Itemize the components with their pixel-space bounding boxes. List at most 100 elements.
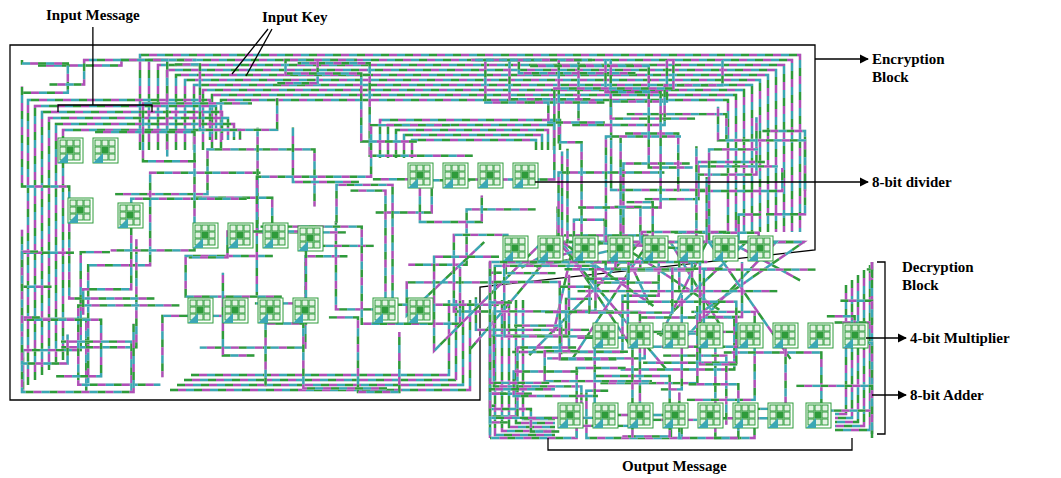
qca-wire	[329, 317, 399, 392]
qca-cell	[707, 332, 713, 338]
wire-base	[718, 107, 805, 214]
qca-cell	[630, 332, 636, 338]
qca-wire	[796, 386, 872, 438]
clock-marker	[118, 218, 128, 228]
qca-wire	[506, 262, 579, 273]
qca-wire	[49, 118, 228, 370]
qca-wire	[186, 256, 282, 297]
qca-wire	[577, 368, 626, 438]
qca-cell	[109, 140, 115, 146]
wire-base	[700, 262, 737, 364]
qca-cell	[519, 245, 525, 251]
qca-wire	[287, 74, 417, 142]
qca-cell	[515, 172, 521, 178]
gate-frame	[806, 403, 831, 428]
qca-cell	[560, 405, 566, 411]
majority-gate	[513, 163, 538, 188]
clock-marker	[193, 238, 203, 248]
qca-cell	[515, 165, 521, 171]
majority-gate	[193, 223, 218, 248]
wire-base	[287, 74, 417, 142]
qca-cell	[197, 307, 203, 313]
wire-base	[495, 266, 596, 324]
qca-cell	[575, 245, 581, 251]
wire-base	[490, 299, 506, 394]
wire-base	[22, 253, 74, 364]
qca-cell	[665, 325, 671, 331]
gate-frame	[263, 223, 288, 248]
majority-gate	[293, 298, 318, 323]
qca-cell	[742, 405, 748, 411]
qca-cell	[679, 339, 685, 345]
wire-base	[22, 60, 68, 93]
qca-wire	[95, 132, 194, 250]
qca-wire	[835, 262, 872, 323]
majority-gate	[258, 298, 283, 323]
qca-cell	[244, 232, 250, 238]
qca-wire	[545, 351, 652, 381]
qca-wire	[718, 107, 805, 214]
wire-base	[88, 173, 260, 383]
qca-cell	[519, 238, 525, 244]
qca-wire	[586, 391, 681, 438]
wire-base	[835, 285, 846, 414]
wire-base	[586, 262, 628, 279]
qca-wire	[261, 227, 460, 324]
gate-frame	[558, 403, 583, 428]
majority-gate	[558, 403, 583, 428]
qca-wire	[696, 117, 756, 174]
qca-wire	[527, 102, 605, 122]
wire-base	[586, 391, 681, 438]
qca-cell	[134, 205, 140, 211]
leaders	[58, 27, 906, 450]
qca-wire	[277, 60, 317, 83]
qca-cell	[624, 238, 630, 244]
qca-cell	[574, 412, 580, 418]
qca-cell	[230, 232, 236, 238]
majority-gate	[843, 323, 868, 348]
qca-cell	[272, 232, 278, 238]
qca-wire	[22, 320, 101, 376]
wire-base	[396, 130, 548, 158]
qca-wire	[490, 314, 549, 383]
qca-wire	[191, 300, 449, 375]
gate-frame	[808, 323, 833, 348]
qca-wire	[502, 300, 555, 431]
qca-cell	[714, 332, 720, 338]
majority-gate	[748, 236, 773, 261]
qca-cell	[672, 332, 678, 338]
qca-wire	[78, 305, 179, 384]
qca-wire	[337, 185, 499, 305]
qca-wire	[679, 262, 777, 291]
wire-base	[184, 300, 456, 380]
gate-frame	[513, 163, 538, 188]
qca-wire	[490, 262, 521, 303]
qca-wire	[615, 262, 693, 269]
qca-cell	[410, 172, 416, 178]
majority-gate	[443, 163, 468, 188]
qca-wire	[454, 235, 507, 312]
qca-wire	[50, 60, 168, 157]
clock-marker	[733, 418, 743, 428]
qca-cell	[410, 165, 416, 171]
qca-cell	[644, 339, 650, 345]
qca-cell	[652, 245, 658, 251]
qca-wire	[95, 132, 194, 250]
qca-cell	[610, 238, 616, 244]
qca-cell	[244, 225, 250, 231]
leader-arrow	[872, 394, 906, 395]
qca-wire	[724, 352, 872, 410]
qca-cell	[417, 307, 423, 313]
qca-cell	[582, 238, 588, 244]
majority-gate	[698, 323, 723, 348]
qca-cell	[209, 239, 215, 245]
gate-frame	[628, 403, 653, 428]
qca-wire	[22, 230, 51, 287]
qca-cell	[824, 339, 830, 345]
clock-marker	[93, 153, 103, 163]
qca-cell	[84, 207, 90, 213]
wire-base	[177, 300, 463, 385]
qca-cell	[424, 179, 430, 185]
qca-wire	[22, 60, 68, 93]
wire-base	[170, 300, 470, 390]
